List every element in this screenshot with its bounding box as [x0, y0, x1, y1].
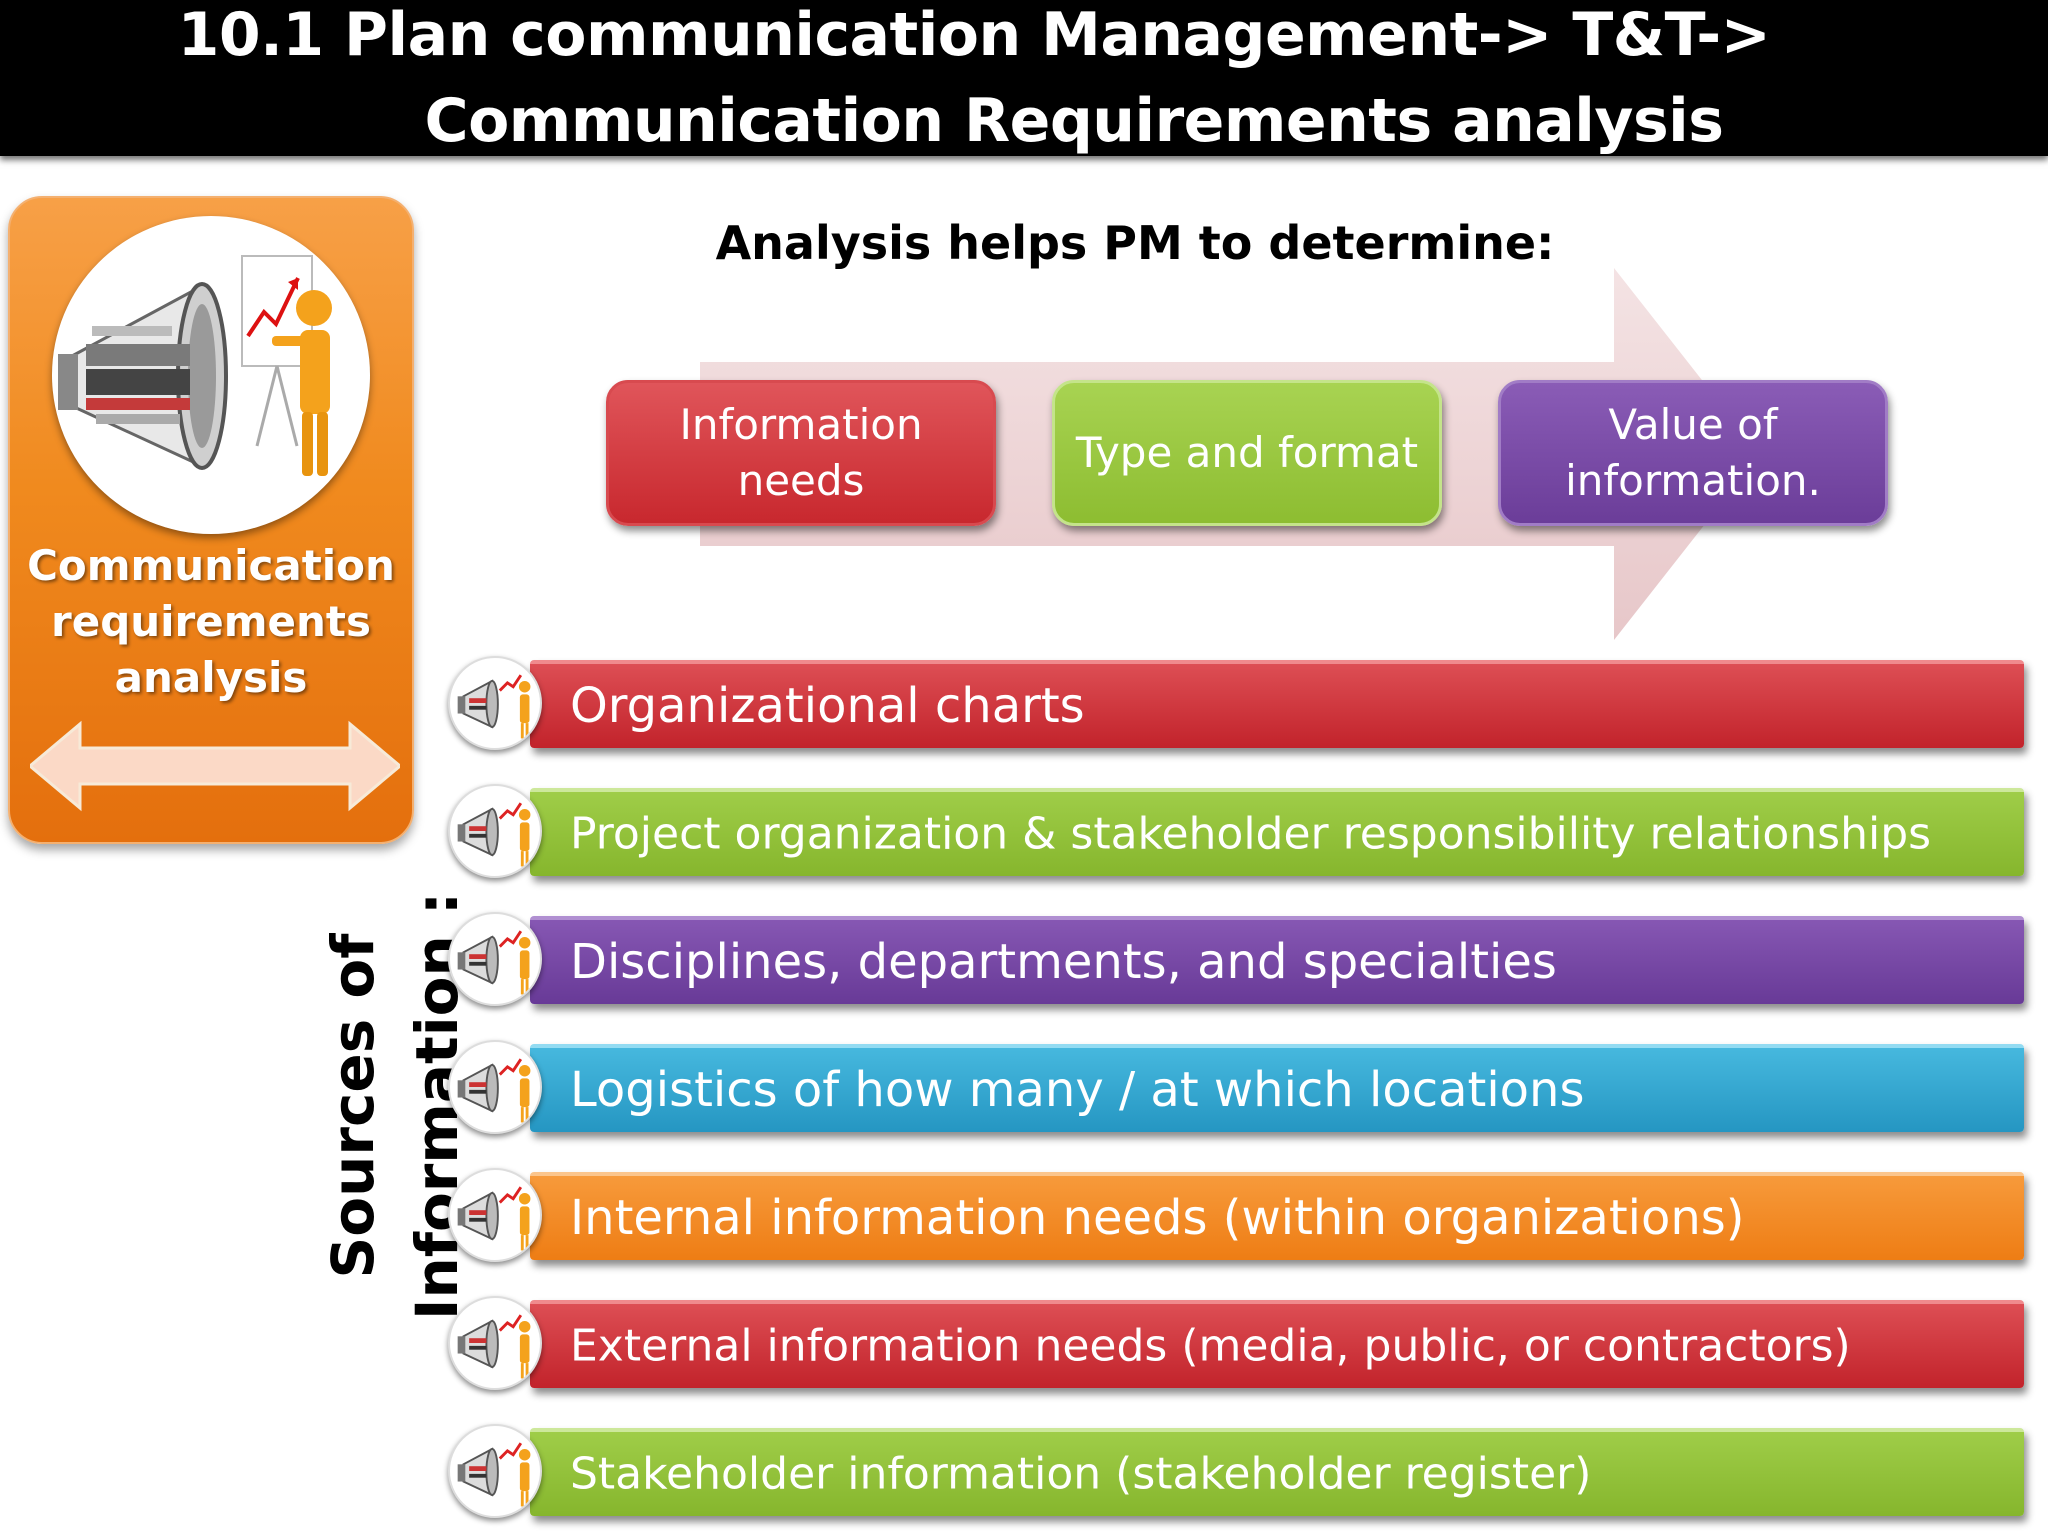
list-item: Organizational charts — [448, 652, 2024, 756]
source-label: Project organization & stakeholder respo… — [570, 808, 1932, 860]
megaphone-icon — [448, 1168, 542, 1262]
megaphone-icon — [448, 1040, 542, 1134]
list-item: External information needs (media, publi… — [448, 1292, 2024, 1396]
slide-title-line-2: Communication Requirements analysis — [424, 86, 1724, 156]
list-item: Disciplines, departments, and specialtie… — [448, 908, 2024, 1012]
megaphone-icon — [448, 1296, 542, 1390]
megaphone-icon — [448, 784, 542, 878]
analysis-heading: Analysis helps PM to determine: — [715, 216, 1555, 270]
double-headed-arrow-icon — [30, 720, 400, 812]
megaphone-icon — [448, 656, 542, 750]
source-label: Stakeholder information (stakeholder reg… — [570, 1448, 1592, 1500]
source-label: Organizational charts — [570, 678, 1085, 734]
source-bar: Internal information needs (within organ… — [530, 1172, 2024, 1260]
megaphone-communicate-presenter-icon — [52, 216, 370, 534]
slide-title-line-1: 10.1 Plan communication Management-> T&T… — [177, 0, 1771, 70]
source-label: Logistics of how many / at which locatio… — [570, 1062, 1585, 1118]
type-and-format-box: Type and format — [1052, 380, 1442, 526]
source-label: Disciplines, departments, and specialtie… — [570, 934, 1557, 990]
source-bar: Organizational charts — [530, 660, 2024, 748]
value-of-information-box: Value of information. — [1498, 380, 1888, 526]
source-bar: External information needs (media, publi… — [530, 1300, 2024, 1388]
source-bar: Project organization & stakeholder respo… — [530, 788, 2024, 876]
information-needs-box: Information needs — [606, 380, 996, 526]
list-item: Project organization & stakeholder respo… — [448, 780, 2024, 884]
megaphone-icon — [448, 1424, 542, 1518]
slide-header: 10.1 Plan communication Management-> T&T… — [0, 0, 2048, 156]
source-bar: Stakeholder information (stakeholder reg… — [530, 1428, 2024, 1516]
source-bar: Disciplines, departments, and specialtie… — [530, 916, 2024, 1004]
list-item: Stakeholder information (stakeholder reg… — [448, 1420, 2024, 1524]
list-item: Logistics of how many / at which locatio… — [448, 1036, 2024, 1140]
megaphone-icon — [448, 912, 542, 1006]
source-label: Internal information needs (within organ… — [570, 1190, 1745, 1246]
list-item: Internal information needs (within organ… — [448, 1164, 2024, 1268]
panel-label: Communication requirements analysis — [27, 541, 395, 702]
communication-requirements-panel: Communication requirements analysis — [8, 196, 414, 844]
source-bar: Logistics of how many / at which locatio… — [530, 1044, 2024, 1132]
source-label: External information needs (media, publi… — [570, 1320, 1851, 1372]
